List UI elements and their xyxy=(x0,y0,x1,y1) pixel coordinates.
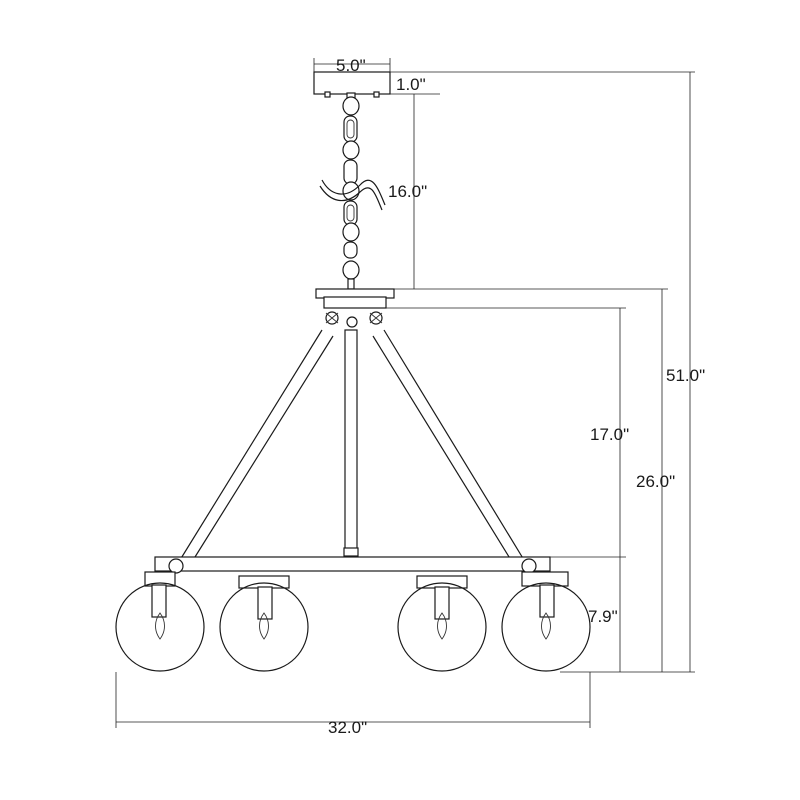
dimension-lines xyxy=(115,58,695,728)
total-width-label: 32.0" xyxy=(328,718,367,737)
globe-height-label: 7.9" xyxy=(588,607,618,626)
support-arms xyxy=(179,329,525,566)
globe-light-1 xyxy=(115,571,205,672)
globe-light-2 xyxy=(219,575,309,672)
top-hub xyxy=(315,288,395,328)
arm-height-label: 17.0" xyxy=(590,425,629,444)
power-wire xyxy=(319,179,386,211)
canopy-width-label: 5.0" xyxy=(336,56,366,75)
chain xyxy=(342,96,360,290)
fixture-height-label: 26.0" xyxy=(636,472,675,491)
bottom-ring xyxy=(154,556,551,574)
globe-light-4 xyxy=(501,571,591,672)
total-height-label: 51.0" xyxy=(666,366,705,385)
globe-light-3 xyxy=(397,575,487,672)
chain-length-label: 16.0" xyxy=(388,182,427,201)
canopy xyxy=(313,71,391,100)
canopy-height-label: 1.0" xyxy=(396,75,426,94)
